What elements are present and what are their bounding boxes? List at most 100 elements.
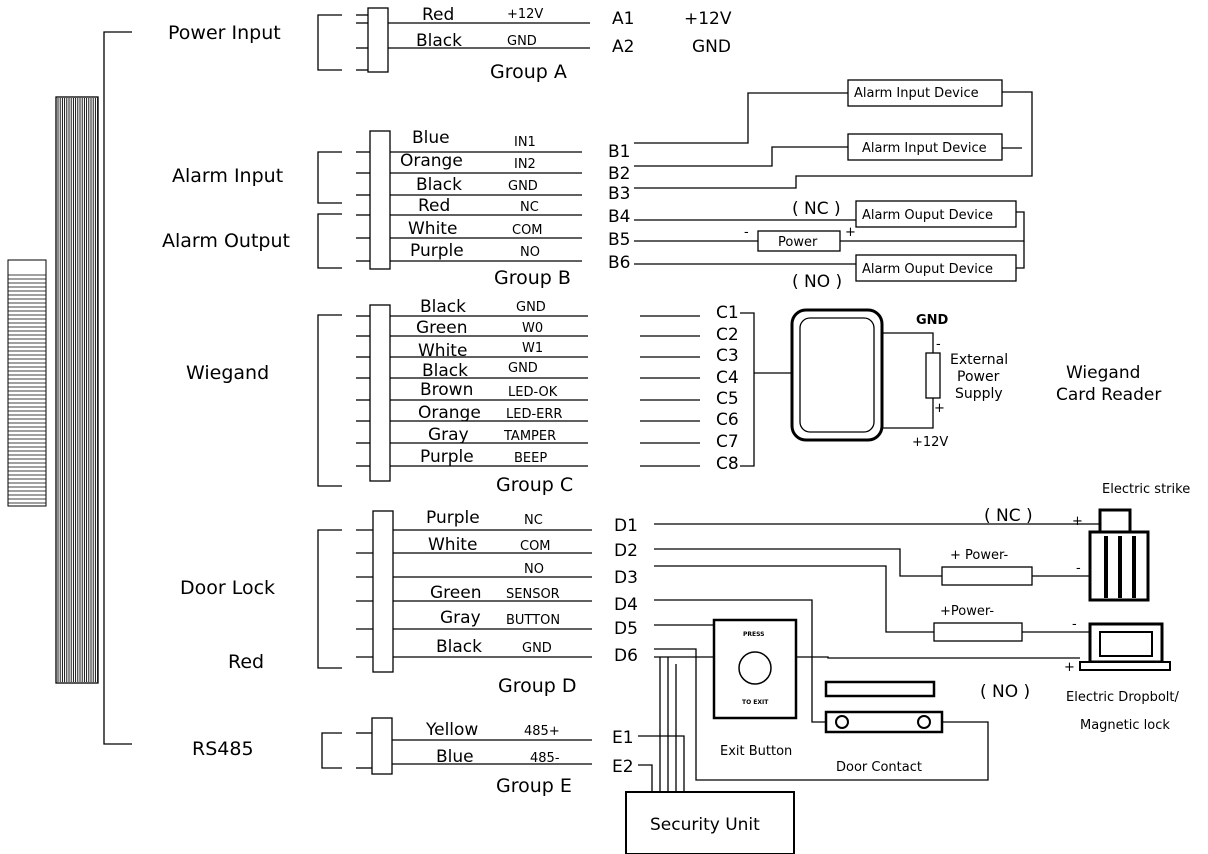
wire-a1-color: Red: [422, 5, 454, 25]
terminal-a2: A2: [612, 37, 634, 57]
label-red: Red: [228, 651, 264, 673]
alarm-output-device-2: [855, 254, 1017, 282]
wire-b2-signal: IN2: [514, 157, 536, 172]
terminal-b5: B5: [608, 230, 630, 250]
device-body: [7, 96, 99, 684]
external-power-resistor: [925, 352, 941, 399]
strike-minus: -: [1076, 561, 1081, 576]
wire-c1-signal: GND: [516, 300, 546, 315]
wire-b5-signal: COM: [512, 223, 543, 238]
wire-c6-color: Orange: [418, 403, 481, 423]
exit-button-circle: [738, 651, 772, 685]
terminal-d4: D4: [614, 595, 638, 615]
alarm-nc-label: ( NC ): [792, 199, 841, 219]
wiegand-card-reader: [790, 308, 884, 442]
group-c-wires: Black GND Green W0 White W1 Black GND Br…: [356, 297, 1161, 474]
label-wiegand: Wiegand: [186, 362, 269, 384]
wire-d5-signal: BUTTON: [506, 613, 560, 628]
wire-c7-color: Gray: [428, 425, 469, 445]
wire-b6-color: Purple: [410, 241, 464, 261]
terminal-c6: C6: [716, 410, 739, 430]
wire-c8-signal: BEEP: [514, 451, 547, 466]
dropbolt-label: Electric Dropbolt/: [1066, 690, 1179, 705]
wire-d2-signal: COM: [520, 539, 551, 554]
terminal-c4: C4: [716, 368, 739, 388]
security-unit-label: Security Unit: [650, 815, 760, 835]
terminal-a1: A1: [612, 9, 634, 29]
label-group-a: Group A: [490, 61, 567, 83]
wire-a2-signal: GND: [507, 34, 537, 49]
ext-supply-line-1: External: [950, 352, 1008, 368]
label-rs485: RS485: [192, 738, 254, 760]
wire-e1-signal: 485+: [524, 724, 560, 739]
electric-strike-top: [1098, 508, 1132, 534]
alarm-power-plus: +: [845, 225, 856, 240]
alarm-input-device-2-label: Alarm Input Device: [862, 141, 987, 156]
ext-supply-line-2: Power: [957, 369, 1000, 385]
connector-blocks: [317, 7, 394, 775]
reader-12v-label: +12V: [912, 435, 948, 450]
label-group-c: Group C: [496, 474, 573, 496]
wire-c8-color: Purple: [420, 447, 474, 467]
alarm-output-device-1-label: Alarm Ouput Device: [862, 208, 993, 223]
main-bracket: [103, 31, 132, 745]
wire-b4-signal: NC: [520, 200, 539, 215]
wire-c4-signal: GND: [508, 361, 538, 376]
door-contact-magnet: [824, 680, 936, 698]
power-box-1-label: + Power-: [950, 548, 1008, 563]
dropbolt-minus: -: [1072, 617, 1077, 632]
door-contact-label: Door Contact: [836, 760, 922, 775]
wire-c6-signal: LED-ERR: [506, 407, 562, 422]
group-e-wires: Yellow 485+ Blue 485- E1 E2 Security Uni…: [356, 720, 795, 854]
wire-d5-color: Gray: [440, 608, 481, 628]
terminal-a1-func: +12V: [684, 9, 732, 29]
terminal-c8: C8: [716, 454, 739, 474]
reader-plus: +: [934, 401, 945, 416]
wire-d6-signal: GND: [522, 641, 552, 656]
label-power-input: Power Input: [168, 22, 281, 44]
ext-supply-line-3: Supply: [955, 386, 1003, 402]
terminal-b6: B6: [608, 253, 630, 273]
electric-strike-label: Electric strike: [1102, 482, 1190, 497]
terminal-c5: C5: [716, 389, 739, 409]
terminal-d6: D6: [614, 646, 638, 666]
terminal-a2-func: GND: [692, 37, 731, 57]
label-door-lock: Door Lock: [180, 577, 275, 599]
door-nc-label: ( NC ): [984, 506, 1033, 526]
terminal-c3: C3: [716, 346, 739, 366]
wire-c1-color: Black: [420, 297, 466, 317]
power-box-2: [933, 622, 1023, 642]
terminal-d5: D5: [614, 619, 638, 639]
terminal-e1: E1: [612, 728, 634, 748]
alarm-no-label: ( NO ): [792, 272, 842, 292]
wire-d4-signal: SENSOR: [506, 587, 560, 602]
alarm-input-device-2: [847, 133, 1003, 161]
label-group-d: Group D: [498, 675, 577, 697]
wire-c7-signal: TAMPER: [503, 429, 556, 444]
alarm-output-device-2-label: Alarm Ouput Device: [862, 262, 993, 277]
terminal-c7: C7: [716, 432, 739, 452]
wire-b1-color: Blue: [412, 128, 450, 148]
label-alarm-output: Alarm Output: [162, 230, 290, 252]
wire-d3-signal: NO: [524, 562, 544, 577]
wire-d2-color: White: [428, 535, 477, 555]
wire-d4-color: Green: [430, 583, 481, 603]
wire-b4-color: Red: [418, 196, 450, 216]
wire-d6-color: Black: [436, 637, 482, 657]
group-a-wires: Red +12V A1 +12V Black GND A2 GND: [356, 5, 732, 71]
dropbolt-plus: +: [1064, 660, 1075, 675]
wire-c5-signal: LED-OK: [508, 385, 558, 400]
alarm-input-device-1-label: Alarm Input Device: [854, 86, 979, 101]
wire-c4-color: Black: [422, 361, 468, 381]
strike-plus: +: [1072, 514, 1083, 529]
terminal-d2: D2: [614, 541, 638, 561]
exit-button-label: Exit Button: [720, 744, 792, 759]
wire-e1-color: Yellow: [425, 720, 478, 740]
magnetic-lock-label: Magnetic lock: [1080, 718, 1170, 733]
terminal-d1: D1: [614, 516, 638, 536]
terminal-b3: B3: [608, 184, 630, 204]
alarm-output-device-1: [855, 200, 1017, 228]
wire-c5-color: Brown: [420, 380, 473, 400]
terminal-c2: C2: [716, 325, 739, 345]
